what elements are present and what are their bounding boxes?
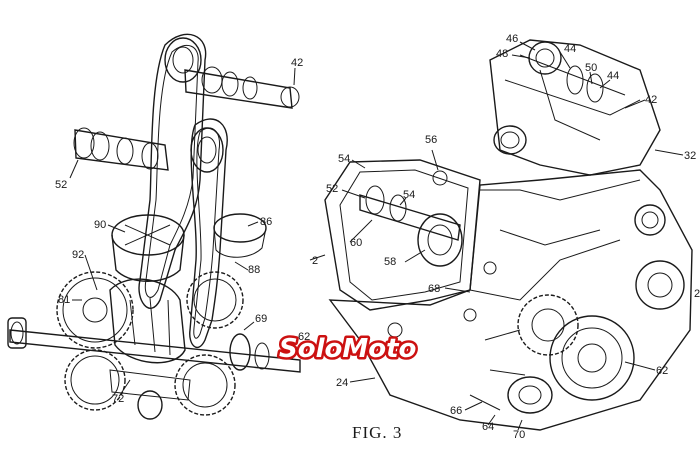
ref-label-46: 46	[506, 33, 518, 45]
watermark-logo: SoloMoto SoloMoto	[277, 332, 419, 367]
piston	[111, 214, 185, 282]
ref-label-50: 50	[585, 62, 597, 74]
ref-label-88: 88	[248, 264, 260, 276]
sprocket-gear-right	[109, 271, 270, 420]
ref-label-70: 70	[513, 429, 525, 441]
ref-label-52a: 52	[55, 179, 67, 191]
crankshaft	[7, 278, 301, 373]
piston-rear	[213, 213, 267, 258]
ref-label-2a: 2	[312, 255, 318, 267]
crankcase	[328, 169, 693, 431]
ref-label-42a: 42	[291, 57, 303, 69]
ref-label-32: 32	[684, 150, 696, 162]
sprocket-gear-left	[56, 271, 134, 411]
reference-numerals: 42 52 90 86 92 88 81 69 62 72 46 48 44 5…	[55, 33, 700, 441]
ref-label-52b: 52	[326, 183, 338, 195]
ref-label-92: 92	[72, 249, 84, 261]
ref-label-60: 60	[350, 237, 362, 249]
ref-label-54b: 54	[403, 189, 415, 201]
right-engine-block	[324, 39, 693, 431]
front-cylinder-head	[324, 159, 481, 311]
ref-label-48: 48	[496, 48, 508, 60]
ref-label-81: 81	[58, 294, 70, 306]
ref-label-44a: 44	[564, 43, 576, 55]
ref-label-64: 64	[482, 421, 494, 433]
ref-label-42b: 42	[645, 94, 657, 106]
ref-label-66: 66	[450, 405, 462, 417]
left-valvetrain-assembly	[7, 33, 301, 420]
ref-label-24: 24	[336, 377, 348, 389]
watermark-text: SoloMoto	[279, 334, 416, 364]
rear-cylinder-head	[489, 39, 661, 176]
ref-label-58: 58	[384, 256, 396, 268]
ref-label-72: 72	[112, 393, 124, 405]
ref-label-86: 86	[260, 216, 272, 228]
ref-label-62b: 62	[656, 365, 668, 377]
ref-label-54a: 54	[338, 153, 350, 165]
ref-label-90: 90	[94, 219, 106, 231]
ref-label-56: 56	[425, 134, 437, 146]
lower-camshaft	[73, 127, 169, 171]
ref-label-2b: 2	[694, 288, 700, 300]
leader-lines	[69, 41, 684, 431]
ref-label-44b: 44	[607, 70, 619, 82]
timing-belt-upper	[138, 33, 207, 309]
ref-label-62a: 62	[298, 331, 310, 343]
upper-camshaft	[184, 66, 300, 109]
ref-label-69: 69	[255, 313, 267, 325]
ref-label-68: 68	[428, 283, 440, 295]
watermark-shadow: SoloMoto	[279, 334, 416, 364]
figure-caption: FIG. 3	[352, 423, 402, 442]
timing-belt-lower	[189, 118, 228, 349]
